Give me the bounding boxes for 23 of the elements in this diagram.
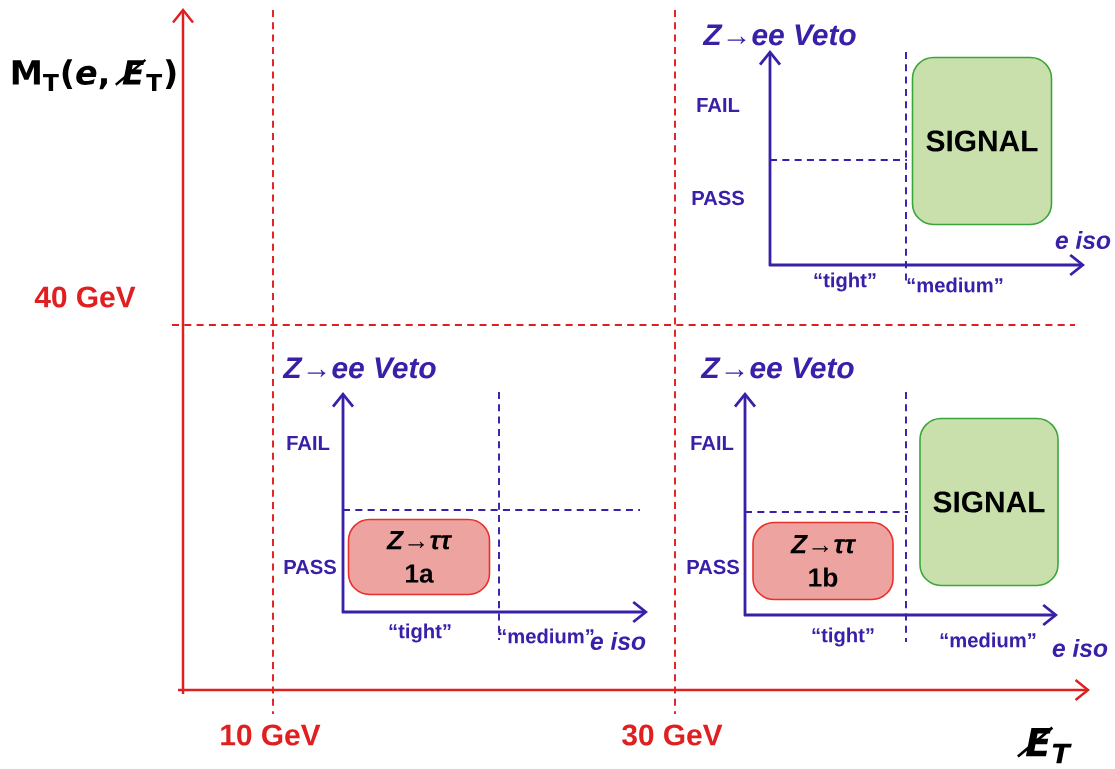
tick-label: 40 GeV [34,286,136,308]
panel-title: Z→ee Veto [282,357,436,379]
panel-title: Z→ee Veto [700,357,854,379]
region-box: Z→ττ 1b [752,521,894,601]
tick-label: 10 GeV [221,724,321,746]
category-label: “tight” [812,627,874,647]
category-label: FAIL [691,436,734,450]
axis-label: e iso [1052,638,1108,658]
category-label: “tight” [389,623,451,643]
panel-title: Z→ee Veto [702,24,856,46]
category-label: PASS [692,190,744,206]
category-label: “medium” [907,277,1003,293]
tick-label: 30 GeV [622,724,723,746]
axis-title: M$_{T}$(e, E̸$_{T}$) [12,58,176,92]
category-label: “tight” [814,272,876,292]
category-label: FAIL [697,98,740,112]
signal-box: SIGNAL [911,56,1053,226]
category-label: FAIL [287,436,330,450]
axis-label: e iso [1055,230,1111,250]
signal-box: SIGNAL [919,417,1059,587]
category-label: “medium” [940,632,1036,648]
axis-title: E̸$_{T}$ [1017,726,1072,764]
region-box: Z→ττ 1a [347,518,491,596]
